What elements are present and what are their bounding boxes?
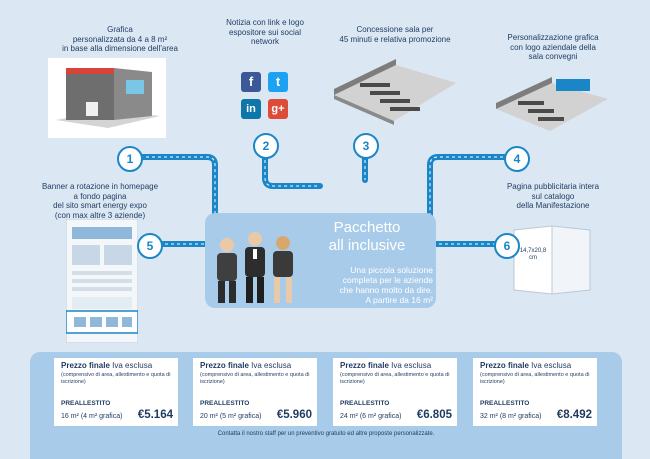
preallestito-label: PREALLESTITO xyxy=(340,400,390,407)
branded-room-image xyxy=(496,77,608,131)
package-title-line: all inclusive xyxy=(328,237,406,254)
preallestito-label: PREALLESTITO xyxy=(200,400,250,407)
node-6: 6 xyxy=(494,233,520,259)
price-card-heading: Prezzo finale Iva esclusa xyxy=(340,361,431,370)
package-box: Pacchetto all inclusive Una piccola solu… xyxy=(205,213,436,308)
feature-3-line: Concessione sala per xyxy=(356,25,434,34)
feature-6-line: della Manifestazione xyxy=(516,201,590,210)
catalog-size-unit: cm xyxy=(529,255,537,261)
price-heading-suffix: Iva esclusa xyxy=(531,361,572,370)
price-heading: Prezzo finale xyxy=(200,361,249,370)
price-card-description: (comprensivo di area, allestimento e quo… xyxy=(200,372,310,385)
package-title: Pacchetto all inclusive xyxy=(303,219,431,255)
package-subtitle: Una piccola soluzione completa per le az… xyxy=(301,265,433,305)
feature-2-line: network xyxy=(250,37,279,46)
catalog-size-value: 14,7x20,8 xyxy=(519,248,547,254)
price-card-size: 20 m² (5 m² grafica) xyxy=(200,413,262,420)
node-5: 5 xyxy=(137,233,163,259)
feature-5-line: Banner a rotazione in homepage xyxy=(41,182,159,191)
feature-1-line: Grafica xyxy=(107,25,133,34)
price-card: Prezzo finale Iva esclusa (comprensivo d… xyxy=(473,358,597,426)
price-value: €6.805 xyxy=(416,409,452,421)
feature-2-line: Notizia con link e logo xyxy=(226,18,304,27)
feature-3-line: 45 minuti e relativa promozione xyxy=(339,34,451,44)
price-card-size: 16 m² (4 m² grafica) xyxy=(61,413,123,420)
node-1: 1 xyxy=(117,146,143,172)
price-card-heading: Prezzo finale Iva esclusa xyxy=(200,361,291,370)
price-heading: Prezzo finale xyxy=(340,361,389,370)
price-card-heading: Prezzo finale Iva esclusa xyxy=(61,361,152,370)
twitter-icon: t xyxy=(268,72,288,92)
website-page-image xyxy=(66,219,138,343)
feature-4-line: con logo aziendale della xyxy=(510,42,596,52)
price-value: €5.960 xyxy=(276,409,312,421)
node-3: 3 xyxy=(353,133,379,159)
catalog-size-label: 14,7x20,8 cm xyxy=(514,248,552,262)
price-heading: Prezzo finale xyxy=(480,361,529,370)
package-subtitle-line: che hanno molto da dire. xyxy=(339,285,433,295)
conference-room-image xyxy=(334,59,456,125)
feature-1-line: in base alla dimensione dell'area xyxy=(62,44,178,53)
price-card-heading: Prezzo finale Iva esclusa xyxy=(480,361,571,370)
feature-1-label: Grafica personalizzata da 4 a 8 m² in ba… xyxy=(40,25,200,54)
price-card-description: (comprensivo di area, allestimento e quo… xyxy=(480,372,590,385)
linkedin-icon: in xyxy=(241,99,261,119)
price-heading-suffix: Iva esclusa xyxy=(251,361,292,370)
feature-5-line: (con max altre 3 aziende) xyxy=(54,210,146,220)
catalog-image xyxy=(513,225,591,295)
feature-1-line: personalizzata da 4 a 8 m² xyxy=(72,34,168,44)
package-title-line: Pacchetto xyxy=(333,219,401,236)
price-card-size: 32 m² (8 m² grafica) xyxy=(480,413,542,420)
package-subtitle-line: A partire da 16 m² xyxy=(365,295,433,305)
package-subtitle-line: completa per le aziende xyxy=(342,275,433,285)
price-card-size: 24 m² (6 m² grafica) xyxy=(340,413,402,420)
business-people-image xyxy=(217,232,293,303)
feature-4-line: sala convegni xyxy=(528,52,578,61)
footer-note: Contatta il nostro staff per un preventi… xyxy=(217,431,435,437)
feature-6-line: Pagina pubblicitaria intera xyxy=(506,182,600,191)
stand-image xyxy=(48,58,166,138)
feature-5-line: del sito smart energy expo xyxy=(53,201,147,210)
price-card: Prezzo finale Iva esclusa (comprensivo d… xyxy=(54,358,178,426)
price-card-description: (comprensivo di area, allestimento e quo… xyxy=(61,372,171,385)
feature-2-label: Notizia con link e logo espositore sui s… xyxy=(200,18,330,47)
package-subtitle-line: Una piccola soluzione xyxy=(350,265,433,275)
price-heading-suffix: Iva esclusa xyxy=(112,361,153,370)
node-2: 2 xyxy=(253,133,279,159)
feature-5-line: a fondo pagina xyxy=(73,191,127,201)
feature-4-line: Personalizzazione grafica xyxy=(507,33,599,42)
googleplus-icon: g+ xyxy=(268,99,288,119)
facebook-icon: f xyxy=(241,72,261,92)
price-heading-suffix: Iva esclusa xyxy=(391,361,432,370)
price-card-description: (comprensivo di area, allestimento e quo… xyxy=(340,372,450,385)
feature-5-label: Banner a rotazione in homepage a fondo p… xyxy=(20,182,180,220)
price-value: €5.164 xyxy=(137,409,173,421)
node-4: 4 xyxy=(504,146,530,172)
price-card: Prezzo finale Iva esclusa (comprensivo d… xyxy=(193,358,317,426)
feature-3-label: Concessione sala per 45 minuti e relativ… xyxy=(320,25,470,44)
feature-4-label: Personalizzazione grafica con logo azien… xyxy=(478,33,628,62)
preallestito-label: PREALLESTITO xyxy=(480,400,530,407)
feature-6-line: sul catalogo xyxy=(531,191,575,201)
price-card: Prezzo finale Iva esclusa (comprensivo d… xyxy=(333,358,457,426)
feature-2-line: espositore sui social xyxy=(228,27,302,37)
feature-6-label: Pagina pubblicitaria intera sul catalogo… xyxy=(478,182,628,211)
price-heading: Prezzo finale xyxy=(61,361,110,370)
price-value: €8.492 xyxy=(556,409,592,421)
preallestito-label: PREALLESTITO xyxy=(61,400,111,407)
